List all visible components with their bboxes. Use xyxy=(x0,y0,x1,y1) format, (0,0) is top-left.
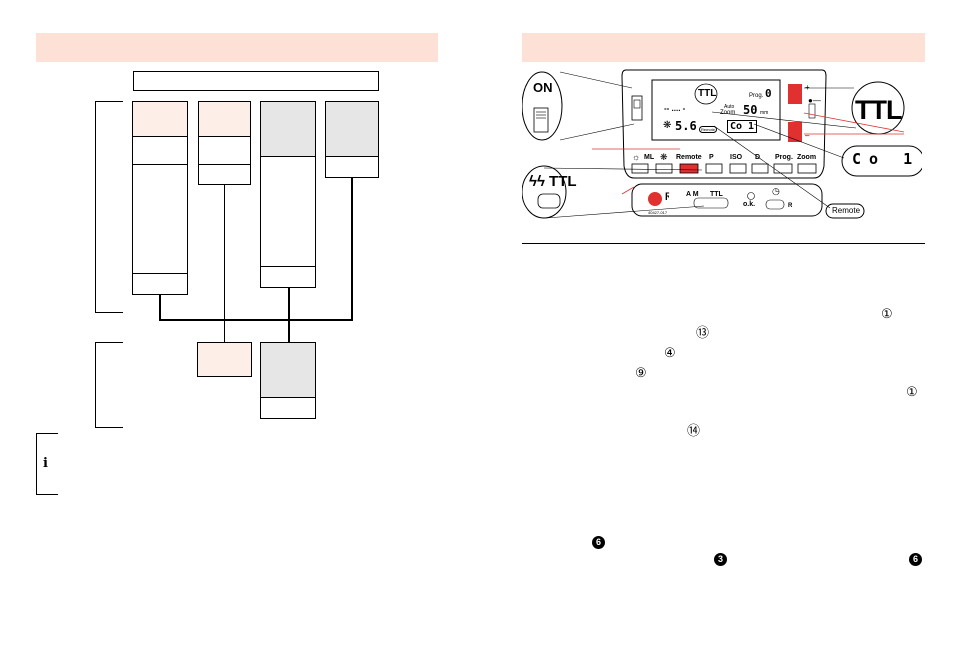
top-system-bar xyxy=(133,71,379,91)
lcd-ttl-badge: TTL xyxy=(698,88,717,99)
base-label-ok: o.k. xyxy=(743,201,756,208)
info-icon-glyph: i xyxy=(43,456,48,471)
accessory-box-grey-head xyxy=(260,342,316,398)
ref-circled-14: ⑭ xyxy=(687,423,701,438)
on-label: ON xyxy=(533,80,553,95)
column-3-head xyxy=(260,101,316,157)
column-1-head xyxy=(132,101,188,137)
ttl-magnified-label: TTL xyxy=(855,95,902,125)
lcd-prog-label: Prog. xyxy=(749,93,764,99)
ref-circled-13: ⑬ xyxy=(696,325,710,340)
minus-label: – xyxy=(805,131,810,140)
aperture-icon: ❋ xyxy=(663,120,672,131)
ref-filled-3: 3 xyxy=(714,553,727,566)
lcd-co-display: Co 1 xyxy=(727,120,758,133)
section-divider xyxy=(522,243,925,244)
base-label-r: R xyxy=(788,203,793,209)
ttl-flash-label: ϟϟ TTL xyxy=(529,173,577,190)
ref-filled-6: 6 xyxy=(592,536,605,549)
ref-circled-1: ① xyxy=(881,306,893,321)
btn-label-iso: ISO xyxy=(730,154,743,161)
lcd-zoom-unit: mm xyxy=(760,110,769,116)
lcd-prog-value: 0 xyxy=(765,87,772,100)
ref-filled-6-b: 6 xyxy=(909,553,922,566)
sun-icon: ☼ xyxy=(632,152,641,162)
lcd-aperture-value: 5.6 xyxy=(675,119,697,133)
plus-label: + xyxy=(805,83,810,92)
base-label-am: A M xyxy=(686,191,699,198)
column-4-head xyxy=(325,101,379,157)
lcd-auto-label: Auto xyxy=(724,104,735,110)
lightning-icon: ϝ xyxy=(665,190,670,201)
btn-label-d: D xyxy=(755,154,761,161)
callout-remote-label: Remote xyxy=(832,206,861,215)
accessory-box-pink xyxy=(197,342,252,377)
clock-icon: ◷ xyxy=(772,186,780,196)
ref-circled-1-b: ① xyxy=(906,384,918,399)
aperture-btn-icon: ❋ xyxy=(660,152,668,162)
bracket-upper xyxy=(95,101,113,313)
base-label-serial: 40427-017 xyxy=(648,210,668,215)
base-label-ttl: TTL xyxy=(710,191,723,198)
btn-label-remote: Remote xyxy=(676,154,702,161)
btn-label-prog: Prog. xyxy=(775,154,793,161)
ref-circled-9: ⑨ xyxy=(635,365,647,380)
lcd-zoom-label: Zoom xyxy=(720,110,736,116)
btn-label-p: P xyxy=(709,154,714,161)
lcd-remote-badge: Remote xyxy=(699,126,718,133)
right-header-band xyxy=(522,33,925,62)
lcd-dots: -- .... - xyxy=(664,104,686,113)
key-icon: ●— xyxy=(808,96,821,105)
column-2-head xyxy=(198,101,251,137)
bracket-lower xyxy=(95,342,113,428)
btn-label-ml: ML xyxy=(644,154,655,161)
btn-label-zoom: Zoom xyxy=(797,154,817,161)
lcd-zoom-value: 50 xyxy=(743,103,758,117)
callout-co-display: Co 1 xyxy=(852,150,921,168)
info-icon: i xyxy=(36,433,58,495)
left-header-band xyxy=(36,33,438,62)
ref-circled-4: ④ xyxy=(664,345,676,360)
